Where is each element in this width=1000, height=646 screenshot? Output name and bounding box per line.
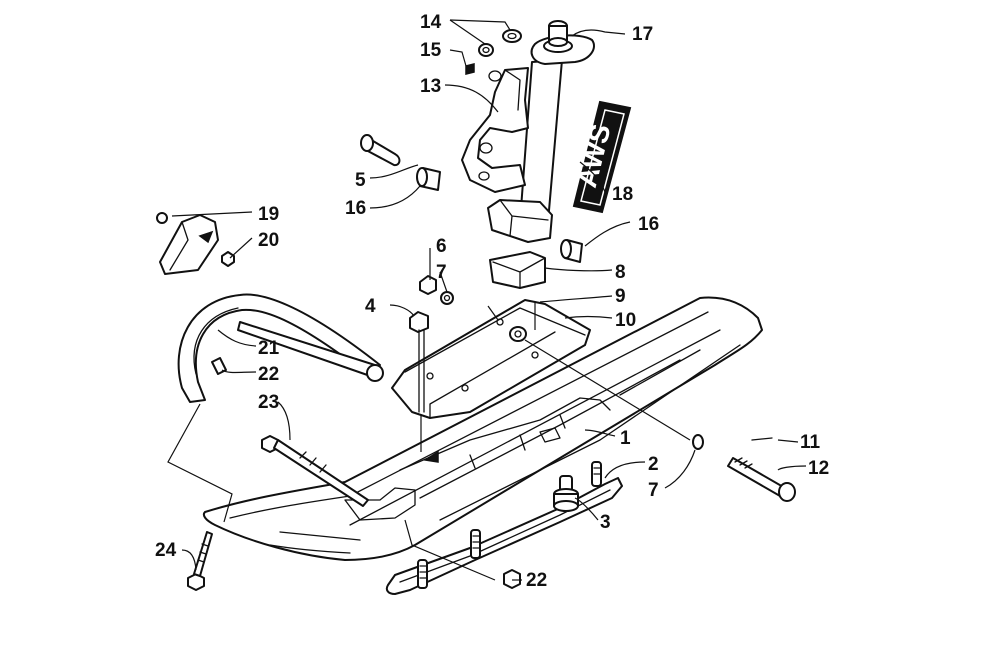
callout-23: 23	[258, 392, 279, 413]
spindle-part	[487, 20, 595, 243]
callout-labels: 14 15 17 13 5 16 18 16 19 20 6 7 8 9 4 1…	[155, 12, 829, 591]
callout-20: 20	[258, 230, 279, 251]
callout-7-upper: 7	[436, 262, 447, 283]
bracket-part	[461, 67, 529, 193]
stud-bushing-part	[553, 475, 579, 512]
hardware	[409, 29, 704, 589]
callout-8: 8	[615, 262, 626, 283]
leader-lines	[167, 19, 807, 581]
callout-1: 1	[620, 428, 631, 449]
callout-2: 2	[648, 454, 659, 475]
callout-24: 24	[155, 540, 177, 561]
callout-18: 18	[612, 184, 633, 205]
callout-15: 15	[420, 40, 442, 61]
callout-12: 12	[808, 458, 829, 479]
callout-17: 17	[632, 24, 653, 45]
callout-19: 19	[258, 204, 279, 225]
axle-bolt-part	[727, 437, 796, 502]
bolt-24-part	[187, 531, 213, 591]
callout-5: 5	[355, 170, 366, 191]
callout-14: 14	[420, 12, 442, 33]
callout-10: 10	[615, 310, 636, 331]
callout-16-left: 16	[345, 198, 366, 219]
callout-3: 3	[600, 512, 611, 533]
callout-11: 11	[800, 432, 821, 453]
callout-9: 9	[615, 286, 626, 307]
callout-16-right: 16	[638, 214, 659, 235]
callout-4: 4	[365, 296, 376, 317]
hook-bracket-part	[156, 212, 235, 275]
bushings	[360, 134, 583, 289]
callout-13: 13	[420, 76, 441, 97]
ski-loop-part	[177, 293, 384, 403]
callout-22-upper: 22	[258, 364, 279, 385]
callout-7-lower: 7	[648, 480, 659, 501]
callout-21: 21	[258, 338, 280, 359]
callout-22-lower: 22	[526, 570, 547, 591]
callout-6: 6	[436, 236, 447, 257]
bolt-23-part	[261, 435, 369, 507]
